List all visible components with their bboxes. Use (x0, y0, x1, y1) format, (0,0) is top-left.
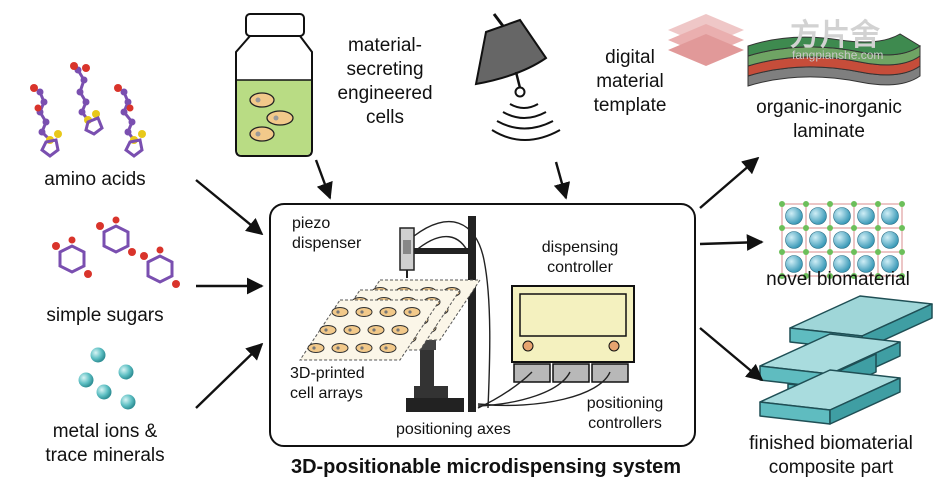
biomaterial-label: novel biomaterial (766, 269, 910, 290)
sugar-atoms-icon (52, 216, 180, 288)
positioning-controllers-icon (513, 363, 629, 383)
metal-ions-icon (78, 347, 136, 410)
simple-sugars-icon (58, 224, 174, 284)
piezo-dispenser-label: piezo dispenser (292, 215, 362, 252)
cell-arrays-icon (299, 279, 481, 361)
digital-template-label: digital material template (593, 47, 667, 116)
watermark-logo (668, 14, 744, 66)
cables (413, 220, 611, 409)
positioning-stand-icon (396, 216, 476, 412)
metal-ions-label: metal ions & trace minerals (45, 421, 165, 466)
watermark-url: fangpianshe.com (792, 48, 884, 62)
laminate-label: organic-inorganic laminate (756, 97, 902, 142)
cell-arrays-label: 3D-printed cell arrays (290, 365, 365, 402)
cell-culture-bottle-icon (235, 13, 313, 157)
amino-acids-label: amino acids (44, 169, 146, 190)
flow-arrows (195, 156, 764, 409)
dispensing-controller-label: dispensing controller (541, 239, 619, 276)
microdispensing-system-box (269, 203, 696, 447)
system-title: 3D-positionable microdispensing system (290, 456, 682, 478)
engineered-cells-label: material- secreting engineered cells (337, 35, 433, 128)
watermark-text: 方片舍 (790, 19, 880, 52)
piezo-dispenser-icon (399, 227, 415, 278)
positioning-axes-label: positioning axes (396, 421, 511, 438)
dispensing-controller-icon (511, 285, 635, 363)
composite-label: finished biomaterial composite part (749, 433, 913, 478)
digital-template-emitter-icon (474, 13, 561, 141)
biomaterial-lattice-icon (779, 201, 905, 279)
simple-sugars-label: simple sugars (46, 305, 164, 326)
laminate-icon (747, 33, 921, 87)
positioning-controllers-label: positioning controllers (586, 395, 664, 432)
amino-acids-icon (30, 62, 146, 158)
composite-beam-icon (759, 295, 933, 425)
